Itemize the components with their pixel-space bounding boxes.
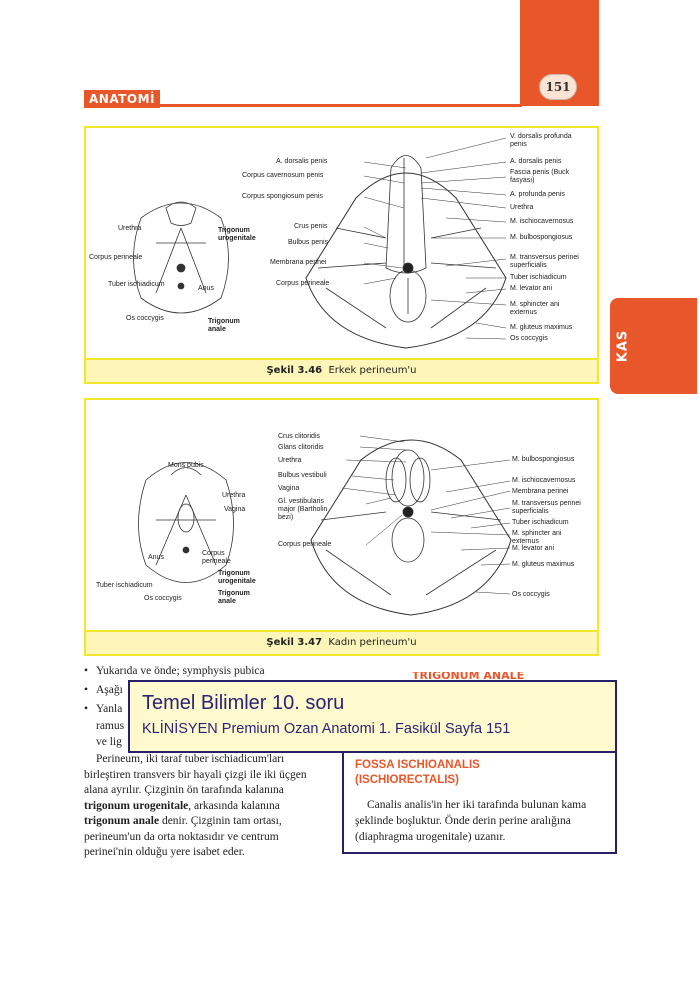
label-a-profunda: A. profunda penis [510, 191, 565, 198]
label-os-coccygis-r: Os coccygis [510, 335, 548, 342]
label-corpus-spongiosum: Corpus spongiosum penis [242, 193, 323, 200]
label-crus-penis: Crus penis [294, 223, 328, 230]
label-glans-clitoridis: Glans clitoridis [278, 444, 324, 451]
figure-male-perineum: Urethra Trigonum urogenitale Corpus peri… [84, 126, 599, 384]
label-m-bulbospongiosus: M. bulbospongiosus [510, 234, 573, 241]
label-gluteus: M. gluteus maximus [510, 324, 573, 331]
bold-term: trigonum anale [84, 815, 160, 827]
label-corpus-cavernosum: Corpus cavernosum penis [242, 172, 324, 179]
figure1-caption-number: Şekil 3.46 [266, 365, 323, 376]
paragraph-line: alana ayrılır. Çizginin ön tarafında kal… [84, 784, 284, 796]
paragraph-line: perinei'nin olduğu yere isabet eder. [84, 846, 245, 858]
paragraph-line-bold: trigonum anale denir. Çizginin tam ortas… [84, 815, 282, 827]
label-membrana-f: Membrana perinei [512, 488, 569, 495]
label-trigonum-urogenitale-f: Trigonum urogenitale [218, 570, 256, 585]
figure1-caption: Şekil 3.46 Erkek perineum'u [86, 358, 597, 382]
label-tuber-r: Tuber ischiadicum [510, 274, 567, 281]
section-label: ANATOMİ [84, 90, 160, 108]
label-bulbospongiosus-f: M. bulbospongiosus [512, 456, 575, 463]
label-bulbus-vestibuli: Bulbus vestibuli [278, 472, 327, 479]
label-tuber-f: Tuber ischiadicum [96, 582, 153, 589]
label-corpus-perineale-f: Corpus perineale [202, 550, 231, 565]
bullet-item: •Yanla [84, 703, 123, 715]
figure2-caption-text: Kadın perineum'u [328, 637, 417, 648]
fossa-ischioanalis-box: FOSSA ISCHIOANALIS (ISCHIORECTALIS) Cana… [342, 753, 617, 854]
label-corpus-perineale-mid: Corpus perineale [276, 280, 330, 287]
label-ischiocavernosus-f: M. ischiocavernosus [512, 477, 576, 484]
paragraph-line: Perineum, iki taraf tuber ischiadicum'la… [96, 753, 285, 765]
label-anus: Anus [198, 285, 214, 292]
label-os-coccygis-f: Os coccygis [144, 595, 182, 602]
fossa-title: FOSSA ISCHIOANALIS (ISCHIORECTALIS) [355, 758, 480, 788]
question-overlay: Temel Bilimler 10. soru KLİNİSYEN Premiu… [128, 680, 617, 753]
label-trigonum-urogenitale: Trigonum urogenitale [218, 227, 256, 242]
label-a-dorsalis-r: A. dorsalis penis [510, 158, 562, 165]
figure2-caption: Şekil 3.47 Kadın perineum'u [86, 630, 597, 654]
fossa-title-line: (ISCHIORECTALIS) [355, 774, 459, 786]
label-vagina-fm: Vagina [278, 485, 300, 492]
label-gluteus-f: M. gluteus maximus [512, 561, 575, 568]
label-levator-ani: M. levator ani [510, 285, 553, 292]
label-urethra: Urethra [118, 225, 142, 232]
side-tab: KAS [610, 298, 697, 394]
trigonum-anale-heading-partial: TRIGONUM ANALE [412, 672, 542, 680]
header-rule [160, 104, 522, 107]
label-urethra-fm: Urethra [278, 457, 302, 464]
label-crus-clitoridis: Crus clitoridis [278, 433, 321, 440]
label-v-dorsalis: V. dorsalis profunda penis [510, 133, 572, 148]
fossa-text: Canalis analis'in her iki tarafında bulu… [355, 799, 587, 843]
paragraph-line: perineum'un da orta noktasıdır ve centru… [84, 830, 279, 843]
label-trigonum-anale-f: Trigonum anale [218, 590, 250, 605]
label-urethra-f: Urethra [222, 492, 246, 499]
side-tab-label: KAS [615, 329, 631, 363]
trigonum-anale-heading-text: TRIGONUM ANALE [412, 672, 525, 680]
fossa-title-line: FOSSA ISCHIOANALIS [355, 759, 480, 771]
label-sphincter-f: M. sphincter ani externus [512, 530, 562, 545]
figure2-caption-number: Şekil 3.47 [266, 637, 323, 648]
perineum-paragraph: Perineum, iki taraf tuber ischiadicum'la… [84, 752, 330, 861]
label-vagina-f: Vagina [224, 506, 246, 513]
label-os-coccygis: Os coccygis [126, 315, 164, 322]
label-bulbus-penis: Bulbus penis [288, 239, 329, 246]
male-perineum-drawing [133, 137, 507, 349]
figure1-caption-text: Erkek perineum'u [328, 365, 417, 376]
bullet-text: Aşağı [96, 684, 123, 696]
bullet-item: •Aşağı [84, 684, 123, 696]
label-corpus-perineale-fm: Corpus perineale [278, 541, 332, 548]
bullet-item: •Yukarıda ve önde; symphysis pubica [84, 665, 265, 677]
label-tuber-ischiadicum: Tuber ischiadicum [108, 281, 165, 288]
label-m-transversus: M. transversus perinei superficialis [510, 254, 579, 269]
label-corpus-perineale: Corpus perineale [89, 254, 143, 261]
label-m-ischiocavernosus: M. ischiocavernosus [510, 218, 574, 225]
label-mons-pubis: Mons pubis [168, 462, 204, 469]
bullet-text: Yanla [96, 703, 123, 715]
page-number: 151 [539, 74, 577, 100]
paragraph-line: birleştiren transvers bir hayali çizgi i… [84, 768, 307, 781]
partial-line: ramus [96, 720, 125, 732]
label-levator-f: M. levator ani [512, 545, 555, 552]
bullet-text: Yukarıda ve önde; symphysis pubica [96, 665, 265, 677]
label-trigonum-anale: Trigonum anale [208, 318, 240, 333]
bold-term: trigonum urogenitale [84, 799, 189, 812]
label-urethra-r: Urethra [510, 204, 534, 211]
label-gl-vestibularis: Gl. vestibularis major (Bartholin bezi) [278, 498, 328, 521]
label-membrana-perinei: Membrana perinei [270, 259, 327, 266]
label-a-dorsalis-penis: A. dorsalis penis [276, 158, 328, 165]
partial-line: ve lig [96, 736, 122, 748]
overlay-subtitle: KLİNİSYEN Premium Ozan Anatomi 1. Fasikü… [142, 721, 511, 737]
female-perineum-drawing [138, 435, 512, 616]
label-anus-f: Anus [148, 554, 164, 561]
label-transversus-f: M. transversus perinei superficialis [512, 500, 581, 515]
figure-female-perineum: Mons pubis Urethra Vagina Anus Corpus pe… [84, 398, 599, 656]
paragraph-line-bold: trigonum urogenitale, arkasında kalanına [84, 799, 280, 812]
label-os-coccygis-fr: Os coccygis [512, 591, 550, 598]
label-tuber-fr: Tuber ischiadicum [512, 519, 569, 526]
label-fascia-penis: Fascia penis (Buck fasyası) [510, 169, 570, 184]
label-sphincter: M. sphincter ani externus [510, 301, 560, 316]
overlay-title: Temel Bilimler 10. soru [142, 692, 345, 714]
